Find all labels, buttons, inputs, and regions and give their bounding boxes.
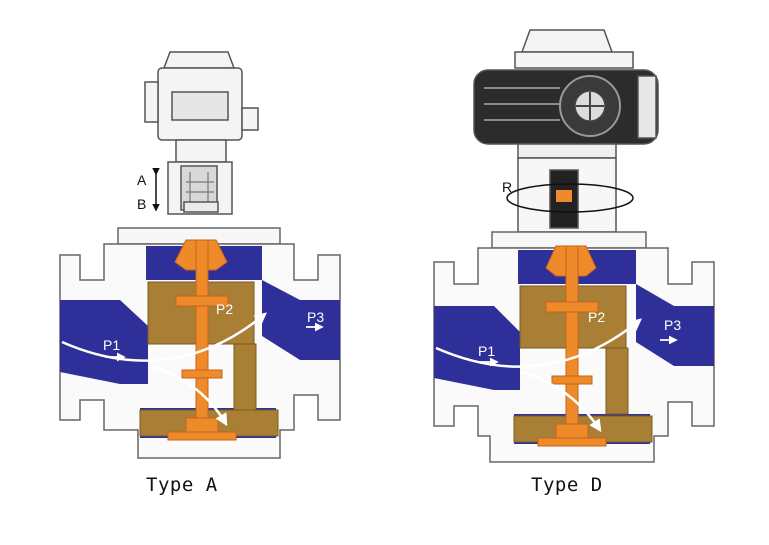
label-port-p3: P3 [307, 309, 324, 325]
caption-type-d: Type D [531, 474, 603, 496]
label-rotation: R [502, 179, 512, 195]
label-port-p3: P3 [664, 317, 681, 333]
valve-stem [537, 245, 607, 447]
rotation-indicator [506, 183, 634, 213]
caption-type-a: Type A [146, 474, 218, 496]
valve-type-a: A B [59, 51, 341, 459]
flow-arrows [61, 312, 324, 427]
linear-actuator [144, 51, 259, 215]
flow-arrows [435, 318, 678, 433]
label-port-p1: P1 [103, 337, 120, 353]
label-port-p2: P2 [588, 309, 605, 325]
valve-type-d: R [433, 29, 715, 463]
label-port-p2: P2 [216, 301, 233, 317]
label-port-p1: P1 [478, 343, 495, 359]
rotary-actuator [473, 29, 659, 233]
label-motion-down: B [137, 196, 146, 212]
valve-stem [167, 239, 237, 441]
label-motion-up: A [137, 172, 147, 188]
